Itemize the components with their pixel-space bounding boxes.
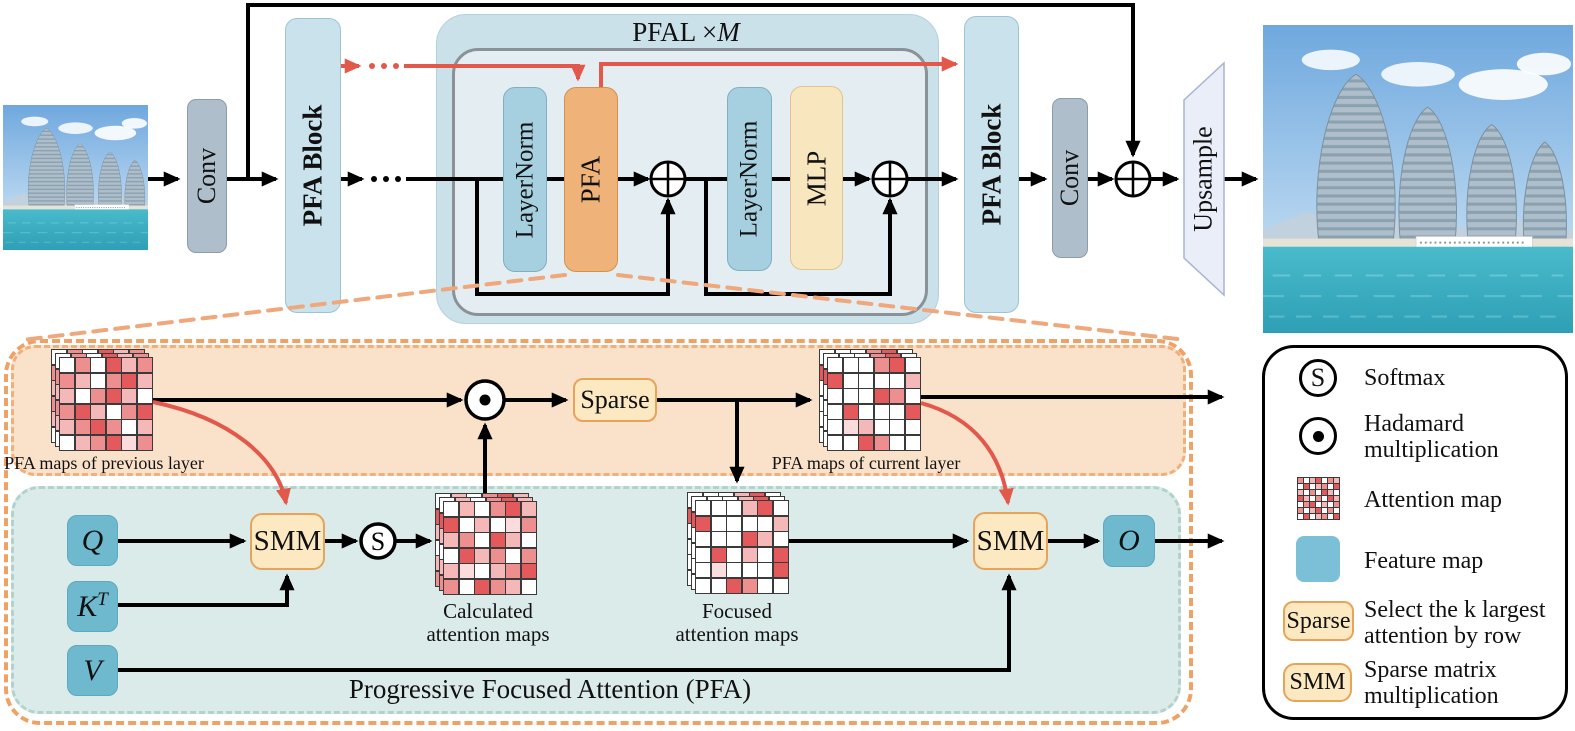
conv-block-1: Conv (187, 99, 227, 253)
query-label: Q (81, 523, 104, 557)
legend-attention-map-label: Attention map (1364, 487, 1502, 513)
softmax-legend-icon: S (1299, 359, 1337, 397)
pfa-maps-current-layer (819, 349, 922, 452)
pfa-panel-title: Progressive Focused Attention (PFA) (348, 674, 752, 704)
layernorm-block-1: LayerNorm (503, 87, 547, 272)
upsample-label: Upsample (1189, 126, 1219, 232)
output-label: O (1118, 524, 1140, 557)
add-circle-icon (1114, 160, 1152, 198)
previous-maps-caption: PFA maps of previous layer (4, 453, 204, 473)
pfa-attention-block: PFA (564, 87, 618, 272)
legend-hadamard-label: Hadamard multiplication (1364, 411, 1499, 463)
key-label: KT (77, 589, 108, 623)
legend-feature-map-label: Feature map (1364, 548, 1484, 574)
smm-block-2: SMM (973, 512, 1048, 570)
output-block: O (1103, 515, 1155, 567)
smm-block-1: SMM (250, 513, 325, 570)
attention-map-sheet (827, 357, 921, 451)
output-image (1263, 25, 1573, 333)
mlp-block: MLP (790, 86, 843, 270)
value-label: V (83, 653, 102, 687)
smm-2-label: SMM (976, 524, 1045, 557)
legend-smm-label: Sparse matrix multiplication (1364, 657, 1499, 709)
sparse-label: Sparse (580, 385, 650, 414)
smm-legend-icon: SMM (1283, 663, 1352, 702)
focused-maps-caption: Focused attention maps (675, 599, 799, 646)
layernorm-block-2: LayerNorm (727, 87, 772, 271)
attention-map-sheet (59, 357, 153, 451)
attention-map-sheet (695, 500, 789, 594)
layernorm-1-label: LayerNorm (511, 121, 538, 238)
pfal-title: PFAL ×M (632, 17, 740, 47)
calculated-attention-maps (435, 493, 538, 596)
current-maps-caption: PFA maps of current layer (771, 453, 961, 473)
pfa-block-1: PFA Block (285, 18, 341, 313)
pfa-block-1-label: PFA Block (297, 104, 328, 227)
calculated-maps-caption: Calculated attention maps (426, 599, 550, 646)
conv-block-2-label: Conv (1055, 149, 1084, 207)
pfa-zoom-panel-outline (4, 339, 1193, 725)
pfa-attention-label: PFA (575, 155, 606, 204)
layernorm-2-label: LayerNorm (735, 120, 763, 238)
query-block: Q (67, 515, 118, 566)
smm-1-label: SMM (253, 525, 322, 557)
legend (1262, 345, 1568, 720)
legend-softmax-label: Softmax (1364, 365, 1446, 391)
upsample-block: Upsample (1182, 80, 1226, 278)
legend-sparse-label: Select the k largest attention by row (1364, 597, 1546, 649)
sparse-block: Sparse (573, 378, 657, 422)
pfa-maps-previous-layer (51, 349, 154, 452)
feature-map-legend-icon (1296, 536, 1340, 582)
input-image (3, 105, 148, 250)
ellipsis-dots-black (371, 176, 401, 182)
mlp-label: MLP (801, 150, 831, 206)
sparse-legend-icon: Sparse (1283, 601, 1354, 641)
hadamard-legend-icon (1299, 417, 1337, 455)
key-transpose-block: KT (67, 581, 118, 632)
conv-block-2: Conv (1052, 98, 1088, 258)
pfa-block-2-label: PFA Block (976, 103, 1007, 226)
attention-map-legend-icon (1297, 477, 1340, 520)
attention-map-sheet (443, 501, 537, 595)
ellipsis-dots-red (369, 63, 399, 69)
value-block: V (67, 645, 118, 696)
focused-attention-maps (687, 492, 790, 595)
pfa-block-2: PFA Block (964, 16, 1019, 313)
conv-block-1-label: Conv (192, 147, 221, 205)
